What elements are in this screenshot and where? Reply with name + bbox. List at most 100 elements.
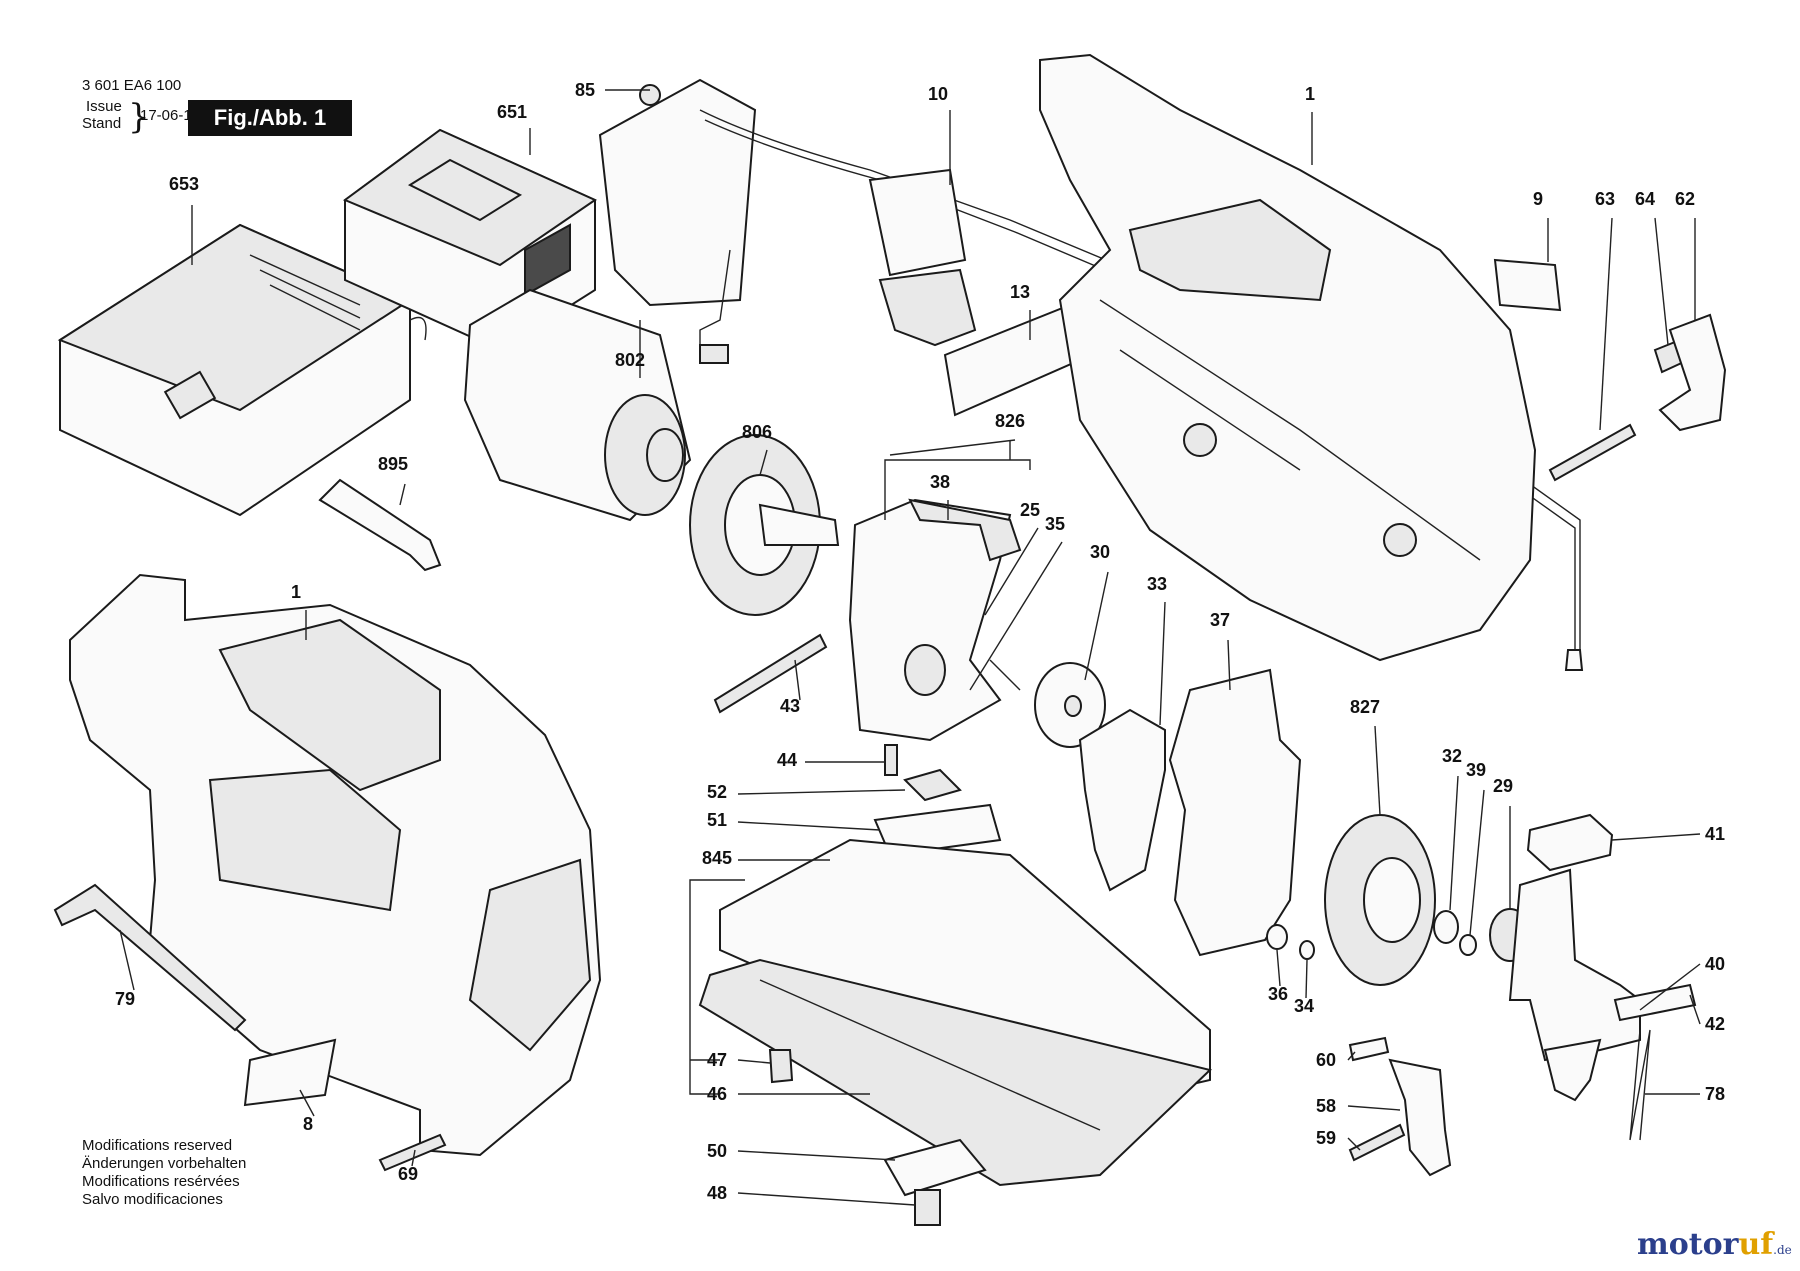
callout-85: 85 <box>575 80 595 100</box>
logo-suffix: .de <box>1773 1243 1792 1257</box>
callout-50: 50 <box>707 1141 727 1161</box>
callout-64: 64 <box>1635 189 1655 209</box>
pin-59-shape <box>1348 1123 1406 1162</box>
leader-line <box>794 659 801 701</box>
callout-62: 62 <box>1675 189 1695 209</box>
leader-line <box>1599 217 1613 431</box>
watermark-logo: motoruf.de <box>1637 1227 1792 1262</box>
modifications-note: Modifications reserved Änderungen vorbeh… <box>82 1137 246 1209</box>
leader-line <box>1276 949 1281 987</box>
plunger-tip-shape <box>1543 1038 1602 1102</box>
housing-left-illustration <box>69 573 602 1157</box>
note-line: Modifications reserved <box>82 1137 233 1154</box>
clamp-50-shape <box>883 1138 987 1197</box>
logo-text-highlight: uf <box>1738 1227 1774 1262</box>
leader-line <box>969 541 1063 691</box>
callout-653: 653 <box>169 174 199 194</box>
leader-line <box>1347 1137 1361 1151</box>
callout-51: 51 <box>707 810 727 830</box>
callout-802: 802 <box>615 350 645 370</box>
callout-46: 46 <box>707 1084 727 1104</box>
bracket-845 <box>689 879 745 1095</box>
callout-37: 37 <box>1210 610 1230 630</box>
leader-line <box>1159 601 1166 726</box>
leader-line <box>299 1089 315 1117</box>
nut-52-shape <box>903 768 962 802</box>
callout-895: 895 <box>378 454 408 474</box>
hex-key-79-shape <box>53 883 247 1032</box>
leader-line <box>1374 725 1381 816</box>
callout-40: 40 <box>1705 954 1725 974</box>
label-9-shape <box>1493 258 1562 312</box>
leader-line <box>411 1149 416 1167</box>
leader-line <box>1654 217 1669 346</box>
leader-line <box>1639 963 1701 1011</box>
leader-line <box>1449 775 1459 911</box>
callout-58: 58 <box>1316 1096 1336 1116</box>
washer-36-shape <box>1266 924 1288 950</box>
stand-label: Stand <box>82 115 122 132</box>
pin-63-shape <box>1548 423 1637 482</box>
logo-text-main: motor <box>1637 1227 1739 1262</box>
callout-69: 69 <box>398 1164 418 1184</box>
leader-line <box>759 449 768 476</box>
callout-42: 42 <box>1705 1014 1725 1034</box>
callout-1: 1 <box>1305 84 1315 104</box>
callout-48: 48 <box>707 1183 727 1203</box>
callout-826: 826 <box>995 411 1025 431</box>
lever-62-shape <box>1658 313 1727 432</box>
screw-69-shape <box>378 1133 447 1172</box>
leader-line <box>1227 639 1231 691</box>
callout-43: 43 <box>780 696 800 716</box>
callout-13: 13 <box>1010 282 1030 302</box>
part-illustrations <box>53 53 1727 1226</box>
gearbox-frame-826-illustration <box>848 498 1022 742</box>
pad-60-shape <box>1348 1036 1390 1062</box>
washer-30-illustration <box>1034 662 1106 748</box>
callout-10: 10 <box>928 84 948 104</box>
callout-34: 34 <box>1294 996 1314 1016</box>
lever-58-shape <box>1388 1058 1452 1177</box>
leader-line <box>1084 571 1109 681</box>
label-8-shape <box>243 1038 337 1107</box>
pin-44-shape <box>884 744 898 776</box>
plunger-40-shape <box>1508 868 1641 1062</box>
block-41-shape <box>1526 813 1614 872</box>
leader-line <box>1305 959 1308 999</box>
gear-827-illustration <box>1324 814 1436 986</box>
callout-39: 39 <box>1466 760 1486 780</box>
callout-845: 845 <box>702 848 732 868</box>
leader-line <box>1469 789 1485 936</box>
counterweight-37-shape <box>1168 668 1302 957</box>
screw-47-shape <box>768 1049 794 1084</box>
callout-32: 32 <box>1442 746 1462 766</box>
leader-line <box>737 821 881 831</box>
callout-38: 38 <box>930 472 950 492</box>
switch-wiring-illustration <box>598 78 1584 671</box>
base-plate-845-illustration <box>698 838 1213 1187</box>
callout-59: 59 <box>1316 1128 1336 1148</box>
leader-line <box>984 527 1039 616</box>
callout-29: 29 <box>1493 776 1513 796</box>
rod-43-shape <box>713 633 828 714</box>
leader-line <box>1689 994 1701 1025</box>
issue-date: 17-06-14 <box>140 107 201 124</box>
gear-806-illustration <box>689 434 840 616</box>
callout-78: 78 <box>1705 1084 1725 1104</box>
leader-line <box>737 1150 896 1161</box>
ring-32-shape <box>1433 910 1459 944</box>
leader-line <box>737 1192 916 1206</box>
callout-52: 52 <box>707 782 727 802</box>
leader-line <box>737 789 906 795</box>
callout-41: 41 <box>1705 824 1725 844</box>
callout-44: 44 <box>777 750 797 770</box>
callout-1: 1 <box>291 582 301 602</box>
motor-illustration <box>463 288 692 522</box>
callout-35: 35 <box>1045 514 1065 534</box>
callout-47: 47 <box>707 1050 727 1070</box>
plate-33-shape <box>1078 708 1166 892</box>
figure-label: Fig./Abb. 1 <box>188 100 352 136</box>
